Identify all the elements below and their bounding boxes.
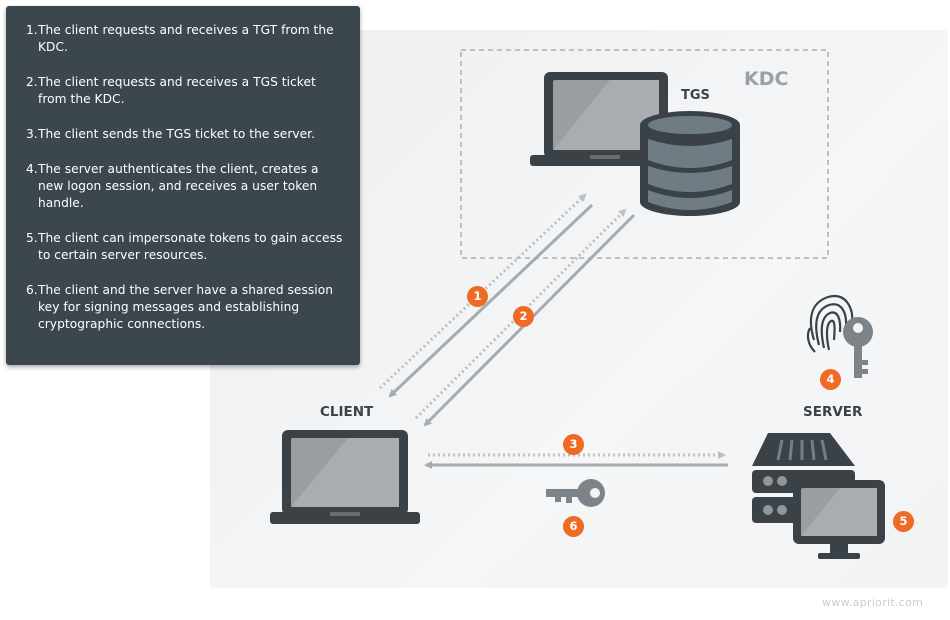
- tgs-laptop-icon: [530, 72, 680, 166]
- arrow-1-response: [388, 203, 594, 398]
- step-number: 1.: [26, 23, 38, 37]
- step-badge-2: 2: [513, 306, 534, 327]
- step-badge-4: 4: [820, 369, 841, 390]
- step-number: 3.: [26, 127, 38, 141]
- server-label: SERVER: [803, 404, 863, 420]
- step-text: The client and the server have a shared …: [38, 283, 333, 331]
- fingerprint-key-icon: [806, 294, 854, 353]
- step-text: The server authenticates the client, cre…: [38, 162, 319, 210]
- monitor-icon: [793, 480, 885, 559]
- arrows-client-server: [424, 451, 728, 469]
- step-number: 4.: [26, 162, 38, 176]
- step-number: 6.: [26, 283, 38, 297]
- step-badge-6: 6: [563, 516, 584, 537]
- auth-key-icon: [843, 317, 873, 378]
- step-number: 5.: [26, 231, 38, 245]
- client-laptop-icon: [270, 430, 420, 524]
- step-badge-3: 3: [563, 434, 584, 455]
- tgs-label: TGS: [681, 88, 710, 103]
- step-item: 5.The client can impersonate tokens to g…: [26, 230, 346, 264]
- key-icon: [546, 479, 605, 507]
- client-label: CLIENT: [320, 404, 374, 420]
- step-item: 4.The server authenticates the client, c…: [26, 161, 346, 212]
- step-text: The client sends the TGS ticket to the s…: [38, 127, 316, 141]
- database-icon: [640, 111, 740, 216]
- step-number: 2.: [26, 75, 38, 89]
- step-item: 6.The client and the server have a share…: [26, 282, 346, 333]
- watermark: www.apriorit.com: [822, 596, 924, 609]
- kdc-label: KDC: [744, 68, 789, 90]
- steps-panel: 1.The client requests and receives a TGT…: [6, 6, 360, 365]
- step-item: 2.The client requests and receives a TGS…: [26, 74, 346, 108]
- step-item: 1.The client requests and receives a TGT…: [26, 22, 346, 56]
- kdc-boundary: [460, 49, 829, 259]
- step-text: The client can impersonate tokens to gai…: [38, 231, 343, 262]
- step-badge-5: 5: [893, 511, 914, 532]
- step-text: The client requests and receives a TGT f…: [38, 23, 334, 54]
- steps-list: 1.The client requests and receives a TGT…: [26, 22, 346, 333]
- step-badge-1: 1: [467, 286, 488, 307]
- step-item: 3.The client sends the TGS ticket to the…: [26, 126, 346, 143]
- step-text: The client requests and receives a TGS t…: [38, 75, 316, 106]
- arrow-2-request: [414, 208, 627, 420]
- arrows-client-tgs: [378, 193, 636, 427]
